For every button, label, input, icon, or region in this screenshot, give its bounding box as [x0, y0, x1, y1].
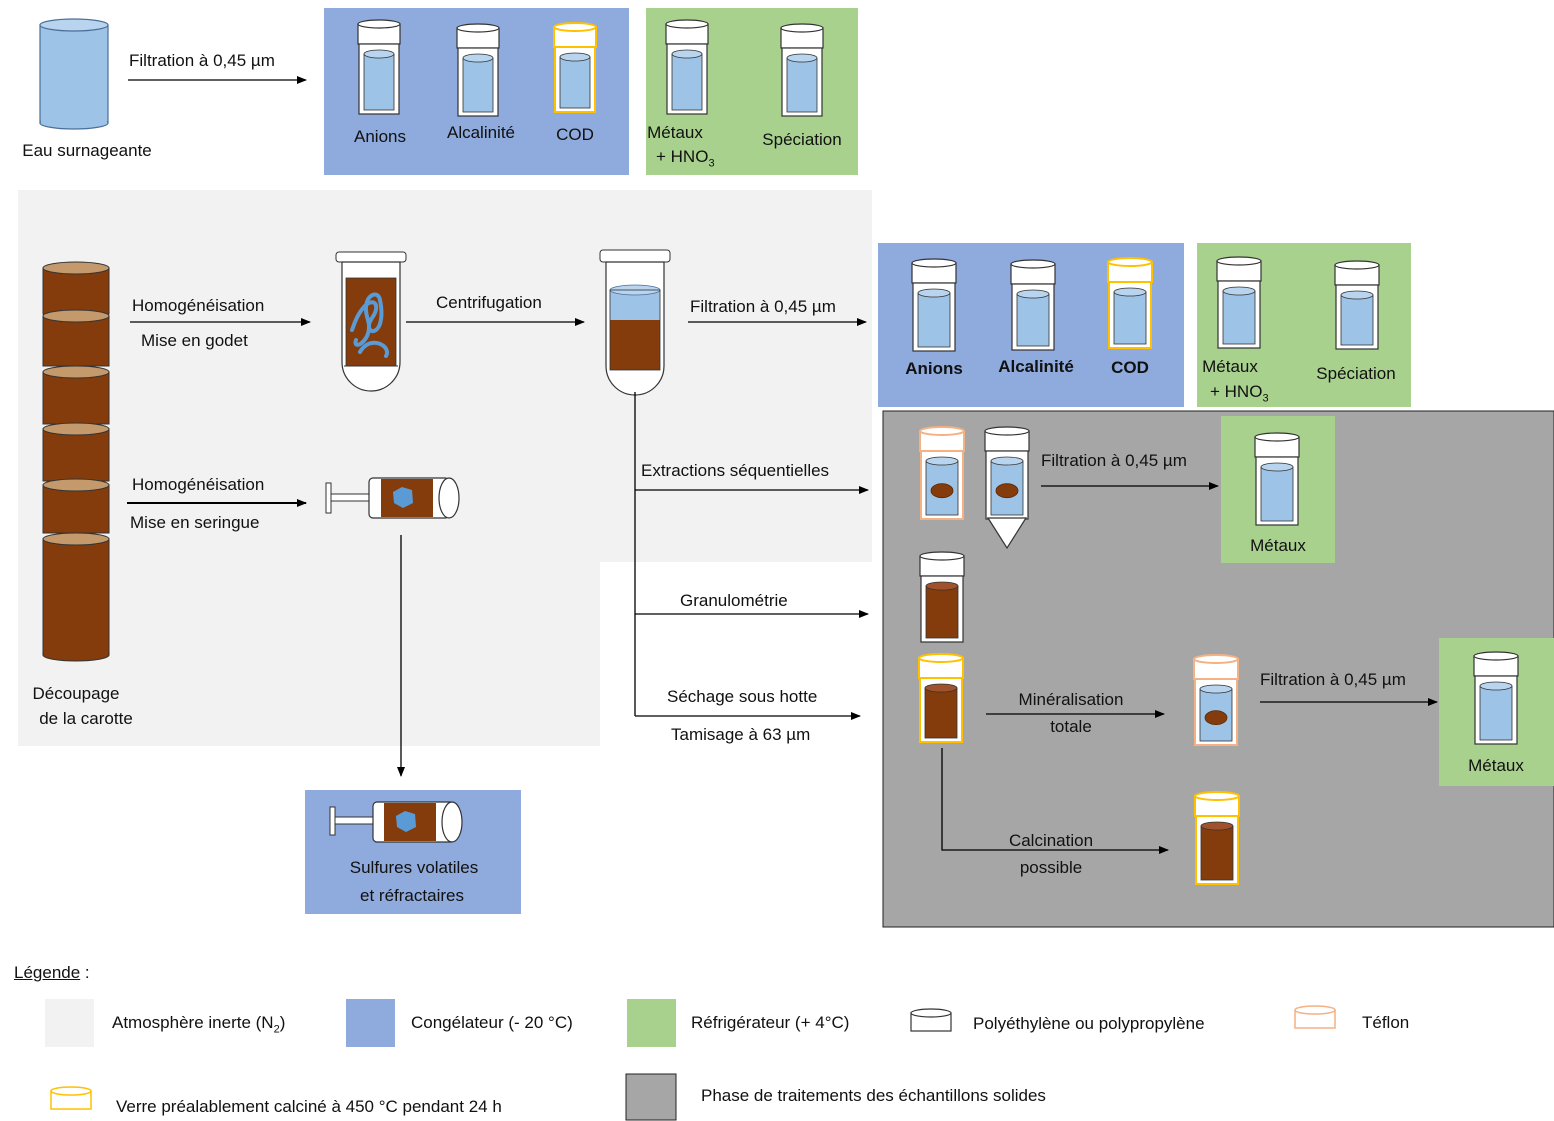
legend-solid-phase: Phase de traitements des échantillons so…	[701, 1086, 1046, 1105]
label-filtration-porewater: Filtration à 0,45 µm	[690, 297, 836, 316]
legend-teflon: Téflon	[1362, 1013, 1410, 1032]
legend-poly: Polyéthylène ou polypropylène	[973, 1014, 1205, 1033]
vial-pw-alcalinite	[1010, 259, 1056, 351]
legend-swatch-freezer	[346, 999, 395, 1047]
vial-extraction-teflon	[919, 426, 965, 520]
vial-granulometry	[919, 551, 965, 643]
legend-swatch-poly	[910, 1008, 952, 1032]
vial-metaux-1	[1254, 432, 1300, 526]
label-calcination-1: Calcination	[1008, 831, 1094, 850]
legend-inert: Atmosphère inerte (N2)	[112, 1013, 286, 1036]
syringe-sulfides-icon	[329, 801, 463, 843]
supernatant-water-icon	[39, 18, 109, 130]
vial-mineralisation-teflon	[1193, 654, 1239, 746]
label-sulfides-2: et réfractaires	[360, 886, 464, 905]
legend-swatch-fridge	[627, 999, 676, 1047]
label-homogenisation-1: Homogénéisation	[132, 296, 265, 315]
vial-metaux-2	[1473, 651, 1519, 745]
label-extractions: Extractions séquentielles	[641, 461, 830, 480]
label-pw-cod: COD	[1111, 358, 1149, 377]
legend-freezer: Congélateur (- 20 °C)	[411, 1013, 573, 1032]
label-granulometrie: Granulométrie	[680, 591, 788, 610]
sediment-core-icon	[42, 261, 110, 662]
extraction-tube-icon	[986, 517, 1028, 550]
vial-pw-speciation	[1334, 260, 1380, 350]
label-solids-filtration-2: Filtration à 0,45 µm	[1260, 670, 1406, 689]
vial-top-speciation	[780, 23, 824, 117]
vial-extraction-conical	[984, 426, 1030, 520]
label-top-cod: COD	[556, 125, 594, 144]
legend-fridge: Réfrigérateur (+ 4°C)	[691, 1013, 850, 1032]
label-pw-speciation: Spéciation	[1316, 364, 1396, 383]
vial-dried-glass	[918, 653, 964, 743]
vial-pw-cod	[1107, 257, 1153, 349]
label-pw-alcalinite: Alcalinité	[998, 357, 1074, 376]
centrifuged-tube-icon	[599, 249, 671, 396]
label-supernatant: Eau surnageante	[22, 141, 152, 160]
label-pw-hno3: + HNO3	[1210, 382, 1269, 405]
vial-top-metaux	[665, 19, 709, 115]
label-centrifugation: Centrifugation	[436, 293, 542, 312]
vial-top-cod	[553, 22, 597, 113]
vial-pw-metaux	[1216, 256, 1262, 349]
legend-title: Légende :	[14, 963, 90, 982]
label-mise-en-godet: Mise en godet	[141, 331, 248, 350]
label-mineralisation-2: totale	[1050, 717, 1092, 736]
label-top-anions: Anions	[354, 127, 406, 146]
connectors	[127, 76, 1438, 854]
label-core-cutting-2: de la carotte	[39, 709, 133, 728]
label-mise-en-seringue: Mise en seringue	[130, 513, 260, 532]
label-pw-anions: Anions	[905, 359, 963, 378]
label-top-metaux: Métaux	[647, 123, 703, 142]
vial-calcination-glass	[1194, 791, 1240, 885]
label-top-hno3: + HNO3	[656, 147, 715, 170]
homogenised-cup-icon	[335, 251, 407, 392]
vial-top-alcalinite	[456, 23, 500, 117]
legend-swatch-solid-phase	[625, 1073, 677, 1121]
vial-top-anions	[357, 19, 401, 115]
label-homogenisation-2: Homogénéisation	[132, 475, 265, 494]
label-solids-metaux-1: Métaux	[1250, 536, 1306, 555]
label-solids-filtration-1: Filtration à 0,45 µm	[1041, 451, 1187, 470]
label-solids-metaux-2: Métaux	[1468, 756, 1524, 775]
label-mineralisation-1: Minéralisation	[1018, 690, 1124, 709]
arrow-calcination	[941, 748, 1169, 854]
syringe-icon	[325, 477, 460, 519]
label-calcination-2: possible	[1019, 858, 1083, 877]
vials-layer	[357, 19, 1519, 885]
label-sulfides-1: Sulfures volatiles	[349, 858, 479, 877]
label-filtration-top: Filtration à 0,45 µm	[129, 51, 275, 70]
legend-swatch-inert	[45, 999, 94, 1047]
label-top-alcalinite: Alcalinité	[446, 123, 516, 142]
label-pw-metaux: Métaux	[1202, 357, 1258, 376]
legend-swatch-teflon	[1294, 1005, 1336, 1029]
legend-swatch-glass	[50, 1086, 92, 1110]
label-sechage: Séchage sous hotte	[667, 687, 818, 706]
label-top-speciation: Spéciation	[762, 130, 842, 149]
label-core-cutting-1: Découpage	[32, 684, 120, 703]
label-tamisage: Tamisage à 63 µm	[671, 725, 811, 744]
legend-glass: Verre préalablement calciné à 450 °C pen…	[116, 1097, 502, 1116]
vial-pw-anions	[911, 258, 957, 352]
inert-atmosphere-zone-lower	[18, 560, 600, 746]
